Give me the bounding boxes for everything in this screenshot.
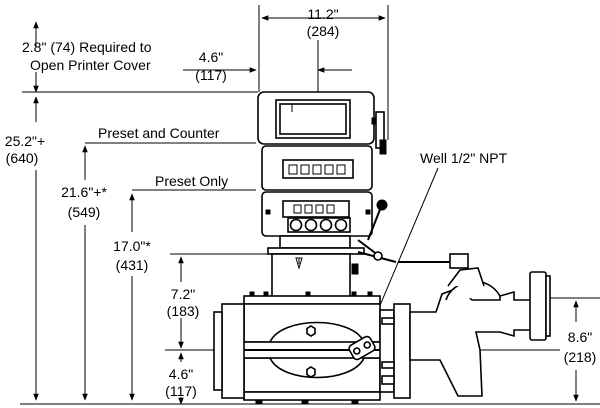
height-meter-metric: (431) xyxy=(116,257,149,273)
meter-illustration xyxy=(213,91,551,405)
top-offset-dimension: 4.6" (117) xyxy=(183,40,352,110)
width-imperial: 11.2" xyxy=(307,6,338,22)
callout-preset-only: Preset Only xyxy=(155,173,228,189)
lower-body-imperial: 4.6" xyxy=(169,366,193,382)
callout-well: Well 1/2" NPT xyxy=(420,150,508,166)
height-preset-only-imperial: 21.6"+* xyxy=(61,184,107,200)
printer-crank xyxy=(371,111,387,155)
height-preset-only-dimension: 21.6"+* (549) Preset and Counter xyxy=(61,125,256,401)
height-preset-only-metric: (549) xyxy=(68,204,101,220)
height-meter-dimension: 17.0"* (431) Preset Only xyxy=(113,173,256,401)
printer-cover-line1: 2.8" (74) Required to xyxy=(22,39,152,55)
height-preset-counter-metric: (640) xyxy=(6,150,39,166)
outlet-imperial: 8.6" xyxy=(568,329,592,345)
width-metric: (284) xyxy=(307,23,340,39)
height-meter-imperial: 17.0"* xyxy=(113,238,151,254)
upper-body-dimension: 7.2" (183) xyxy=(167,253,272,349)
callout-preset-counter: Preset and Counter xyxy=(98,125,220,141)
outlet-dimension: 8.6" (218) xyxy=(548,297,600,402)
height-preset-counter-dimension: 25.2"+ (640) xyxy=(5,96,45,401)
top-offset-metric: (117) xyxy=(195,67,227,83)
printer-cover-line2: Open Printer Cover xyxy=(30,57,151,73)
upper-body-metric: (183) xyxy=(167,303,200,319)
top-offset-imperial: 4.6" xyxy=(199,49,223,65)
printer-cover-dimension: 2.8" (74) Required to Open Printer Cover xyxy=(22,21,258,93)
outlet-metric: (218) xyxy=(564,349,597,365)
upper-body-imperial: 7.2" xyxy=(171,286,195,302)
lower-body-metric: (117) xyxy=(165,383,197,399)
lower-body-dimension: 4.6" (117) xyxy=(165,352,197,405)
height-preset-counter-imperial: 25.2"+ xyxy=(5,133,45,149)
width-dimension: 11.2" (284) xyxy=(258,5,389,140)
